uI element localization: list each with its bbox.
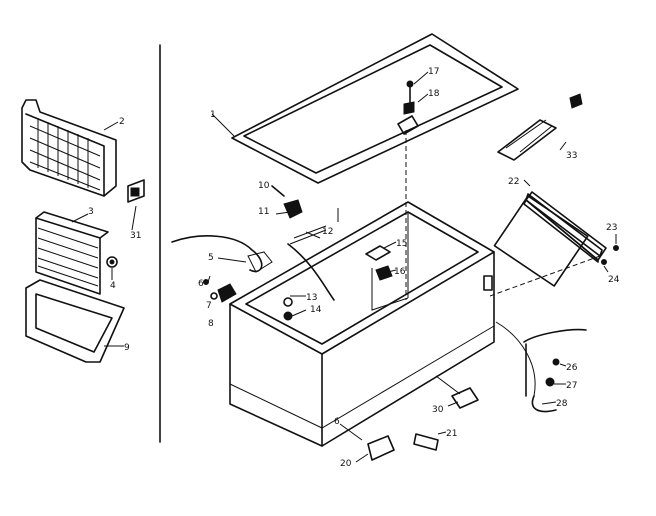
divider-grille: [35, 211, 109, 295]
label-22: 22: [508, 177, 519, 187]
leader-lines: [71, 71, 617, 463]
label-3: 3: [88, 207, 94, 217]
label-15: 15: [396, 239, 407, 249]
label-10: 10: [258, 181, 270, 191]
label-6: 6: [198, 279, 204, 289]
label-14: 14: [310, 305, 322, 315]
label-27: 27: [566, 381, 577, 391]
back-panel: [493, 191, 619, 287]
control-wiring: [495, 321, 587, 413]
label-16: 16: [394, 267, 406, 277]
label-11: 11: [258, 207, 269, 217]
label-6b: 6: [334, 417, 340, 427]
label-20: 20: [340, 459, 352, 469]
label-1: 1: [210, 110, 216, 120]
label-26: 26: [566, 363, 578, 373]
wire-basket: [21, 99, 117, 197]
front-foot: [367, 435, 395, 461]
cord-hardware: [203, 279, 237, 303]
freezer-cabinet: [229, 201, 495, 447]
label-23: 23: [606, 223, 617, 233]
label-21: 21: [446, 429, 457, 439]
hinge-cover: [497, 93, 583, 161]
label-4: 4: [110, 281, 116, 291]
label-33: 33: [566, 151, 577, 161]
label-9b: 9: [124, 343, 130, 353]
label-24: 24: [608, 275, 620, 285]
label-5: 5: [208, 253, 214, 263]
label-7: 7: [206, 301, 212, 311]
label-2: 2: [119, 117, 125, 127]
lid-gasket: [231, 33, 519, 184]
drain-plug: [451, 387, 479, 409]
part-labels: 1 2 3 31 4 9 10 11 12 5 6 7 8 13 14 15 1…: [88, 67, 620, 469]
basket-clip: [127, 179, 145, 203]
label-17: 17: [428, 67, 439, 77]
power-cord: [171, 235, 263, 273]
label-18: 18: [428, 89, 440, 99]
label-28: 28: [556, 399, 568, 409]
label-12: 12: [322, 227, 333, 237]
drain-tube: [287, 243, 335, 301]
label-30: 30: [432, 405, 444, 415]
label-31: 31: [130, 231, 141, 241]
thermostat-parts: [283, 245, 393, 321]
lid-hinge: [397, 80, 419, 135]
leveling-pin: [413, 433, 439, 451]
label-13: 13: [306, 293, 317, 303]
label-8: 8: [208, 319, 214, 329]
bracket-screw: [271, 185, 303, 219]
frame: [25, 279, 125, 363]
knob: [106, 256, 118, 268]
